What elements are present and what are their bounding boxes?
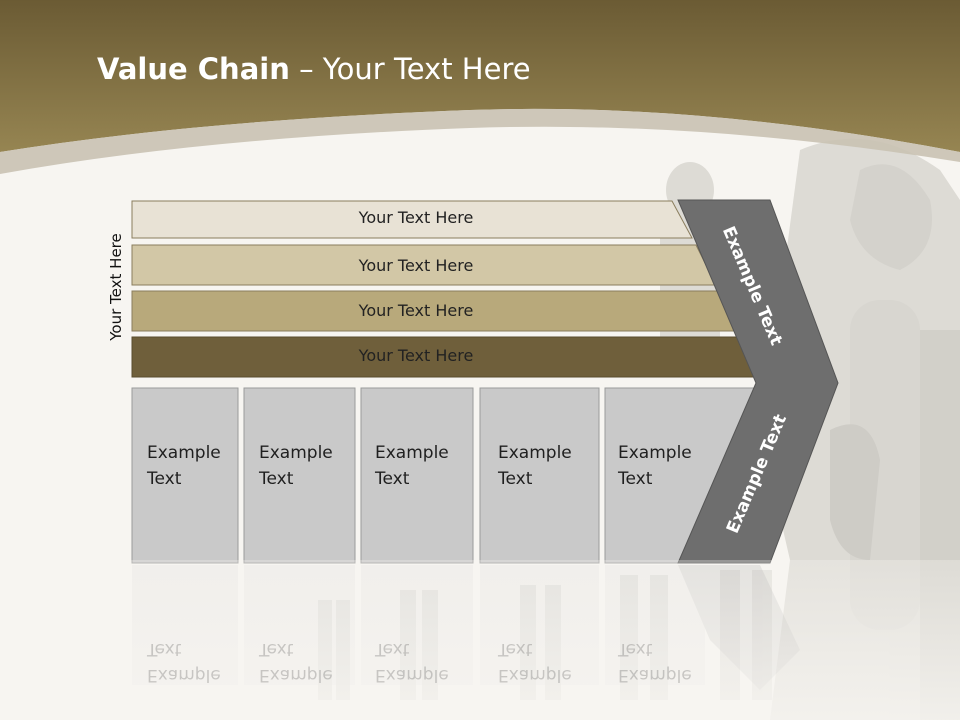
title-bold: Value Chain: [97, 52, 290, 86]
activity-box-3: [360, 387, 474, 564]
floor-fade: [0, 560, 960, 720]
box-3-reflection: Example Text: [375, 636, 449, 688]
band-1: [131, 200, 693, 239]
box-5-reflection-line-1: Example: [618, 665, 692, 685]
box-2-text: Example Text: [259, 440, 333, 492]
box-5-line-1: Example: [618, 443, 692, 463]
side-label: Your Text Here: [107, 233, 125, 341]
box-5-reflection-line-2: Text: [618, 639, 653, 659]
box-2-reflection-line-1: Example: [259, 665, 333, 685]
box-3-line-2: Text: [375, 469, 410, 489]
header-swoosh: [0, 108, 960, 174]
box-4-line-2: Text: [498, 469, 533, 489]
box-4-reflection-line-1: Example: [498, 665, 572, 685]
page-title: Value Chain – Your Text Here: [97, 52, 531, 86]
box-1-reflection: Example Text: [147, 636, 221, 688]
box-2-line-1: Example: [259, 443, 333, 463]
title-rest: – Your Text Here: [289, 52, 531, 86]
band-3-label: Your Text Here: [358, 301, 474, 320]
box-1-reflection-line-1: Example: [147, 665, 221, 685]
activity-box-2: [243, 387, 356, 564]
activity-box-4: [479, 387, 600, 564]
header-band: [0, 0, 960, 152]
box-3-text: Example Text: [375, 440, 449, 492]
box-1-line-2: Text: [147, 469, 182, 489]
box-3-reflection-line-2: Text: [375, 639, 410, 659]
activity-box-1: [131, 387, 239, 564]
band-4-label: Your Text Here: [358, 346, 474, 365]
box-4-line-1: Example: [498, 443, 572, 463]
box-5-reflection: Example Text: [618, 636, 692, 688]
box-4-reflection-line-2: Text: [498, 639, 533, 659]
box-2-reflection: Example Text: [259, 636, 333, 688]
box-5-line-2: Text: [618, 469, 653, 489]
box-4-text: Example Text: [498, 440, 572, 492]
box-2-reflection-line-2: Text: [259, 639, 294, 659]
box-3-reflection-line-1: Example: [375, 665, 449, 685]
box-1-line-1: Example: [147, 443, 221, 463]
box-2-line-2: Text: [259, 469, 294, 489]
band-2-label: Your Text Here: [358, 256, 474, 275]
band-1-label: Your Text Here: [358, 208, 474, 227]
box-3-line-1: Example: [375, 443, 449, 463]
box-5-text: Example Text: [618, 440, 692, 492]
box-1-reflection-line-2: Text: [147, 639, 182, 659]
box-1-text: Example Text: [147, 440, 221, 492]
box-4-reflection: Example Text: [498, 636, 572, 688]
